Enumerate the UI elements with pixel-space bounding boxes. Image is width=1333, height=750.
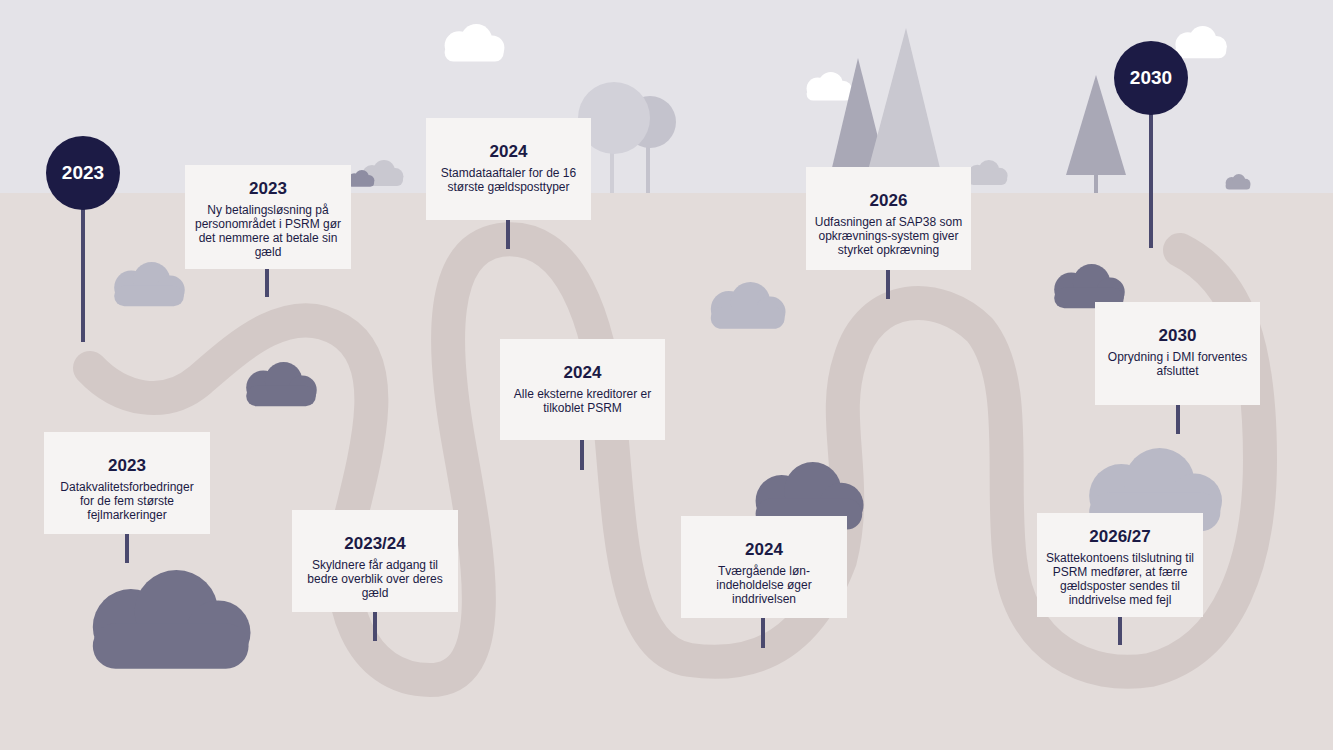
- cloud: [246, 362, 317, 406]
- year-circle: 2030: [1114, 41, 1188, 115]
- milestone-text: Tværgående løn-indeholdelse øger inddriv…: [689, 564, 839, 606]
- cloud: [1175, 26, 1226, 58]
- year-label: 2023/24: [300, 534, 450, 554]
- milestone-text: Stamdataaftaler for de 16 største gældsp…: [434, 166, 583, 194]
- cloud: [1226, 174, 1251, 190]
- year-label: 2024: [689, 540, 839, 560]
- cloud: [807, 72, 853, 101]
- signpost-box: 2026/27Skattekontoens tilslutning til PS…: [1037, 513, 1203, 617]
- cloud: [445, 24, 505, 61]
- year-label: 2030: [1130, 67, 1172, 89]
- year-label: 2023: [193, 179, 343, 199]
- milestone-text: Skattekontoens tilslutning til PSRM medf…: [1045, 551, 1195, 607]
- milestone-text: Oprydning i DMI forventes afsluttet: [1103, 350, 1252, 378]
- ground: [0, 193, 1333, 750]
- signpost-box: 2023Datakvalitetsforbedringer for de fem…: [44, 432, 210, 534]
- milestone-text: Skyldnere får adgang til bedre overblik …: [300, 558, 450, 600]
- year-circle: 2023: [46, 136, 120, 210]
- milestone-text: Ny betalingsløsning på personområdet i P…: [193, 203, 343, 259]
- milestone-text: Datakvalitetsforbedringer for de fem stø…: [52, 480, 202, 522]
- signpost-box: 2024Stamdataaftaler for de 16 største gæ…: [426, 118, 591, 220]
- signpost-box: 2026Udfasningen af SAP38 som opkrævnings…: [806, 167, 971, 270]
- road: [90, 239, 1260, 680]
- signpost-box: 2023 Ny betalingsløsning på personområdet…: [185, 165, 351, 269]
- year-label: 2023: [62, 162, 104, 184]
- signpost-box: 2030Oprydning i DMI forventes afsluttet: [1095, 302, 1260, 405]
- year-label: 2024: [434, 142, 583, 162]
- signpost-box: 2024Alle eksterne kreditorer er tilkoble…: [500, 339, 665, 440]
- milestone-text: Udfasningen af SAP38 som opkrævnings-sys…: [814, 215, 963, 257]
- year-label: 2030: [1103, 326, 1252, 346]
- sign-poles: [83, 110, 1178, 648]
- year-label: 2023: [52, 456, 202, 476]
- cloud: [968, 160, 1008, 185]
- year-label: 2026: [814, 191, 963, 211]
- cloud: [114, 262, 185, 306]
- year-label: 2026/27: [1045, 527, 1195, 547]
- signpost-box: 2023/24Skyldnere får adgang til bedre ov…: [292, 510, 458, 612]
- cloud: [93, 570, 251, 669]
- cloud: [711, 282, 786, 329]
- milestone-text: Alle eksterne kreditorer er tilkoblet PS…: [508, 387, 657, 415]
- cloud: [348, 170, 375, 187]
- year-label: 2024: [508, 363, 657, 383]
- signpost-box: 2024Tværgående løn-indeholdelse øger ind…: [681, 516, 847, 618]
